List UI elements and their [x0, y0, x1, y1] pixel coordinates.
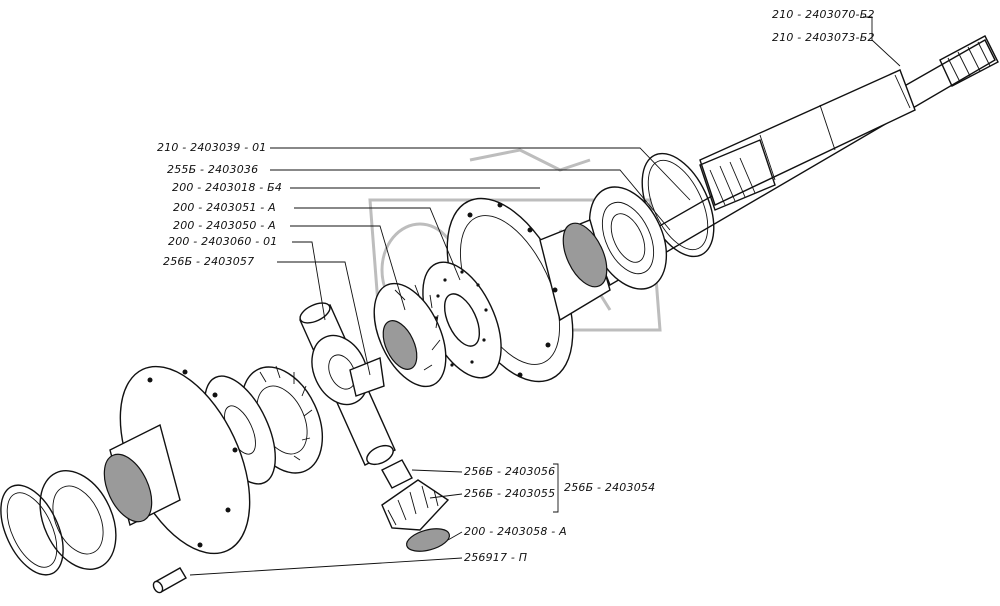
- cross-spider: [299, 302, 396, 466]
- label-part-p11: 256Б - 2403055: [464, 487, 556, 500]
- label-part-p4: 255Б - 2403036: [167, 163, 259, 176]
- snap-ring-left: [0, 484, 64, 576]
- bearing-right: [588, 186, 668, 290]
- label-part-p7: 200 - 2403050 - А: [173, 219, 276, 232]
- bearing-left: [39, 470, 117, 570]
- leader-p10: [411, 469, 463, 473]
- leader-p13: [189, 557, 463, 576]
- label-part-p6: 200 - 2403051 - А: [173, 201, 276, 214]
- leader-p8: [292, 241, 326, 321]
- leader-p4: [270, 169, 671, 231]
- lock-pin: [152, 567, 187, 594]
- side-gear: [373, 282, 447, 388]
- label-part-p10: 256Б - 2403056: [464, 465, 556, 478]
- label-part-p9: 256Б - 2403057: [163, 255, 255, 268]
- leader-p6: [294, 207, 461, 281]
- leader-p9: [277, 261, 371, 376]
- label-part-p2: 210 - 2403073-Б2: [772, 31, 875, 44]
- label-part-p1: 210 - 2403070-Б2: [772, 8, 875, 21]
- leader-p7: [290, 225, 406, 311]
- leader-p12: [447, 531, 463, 541]
- housing-left: [103, 365, 251, 555]
- leader-lines: [189, 16, 901, 576]
- label-part-p8: 200 - 2403060 - 01: [168, 235, 278, 248]
- label-part-p13: 256917 - П: [464, 551, 528, 564]
- pinion-group: [381, 459, 451, 552]
- label-assembly: 256Б - 2403054: [564, 481, 656, 494]
- leader-p3: [270, 147, 691, 201]
- label-part-p3: 210 - 2403039 - 01: [157, 141, 267, 154]
- leader-p11: [429, 493, 463, 499]
- label-part-p12: 200 - 2403058 - А: [464, 525, 567, 538]
- assembly-bracket: [553, 463, 559, 513]
- label-part-p5: 200 - 2403018 - Б4: [172, 181, 283, 194]
- leader-p1: [863, 16, 901, 67]
